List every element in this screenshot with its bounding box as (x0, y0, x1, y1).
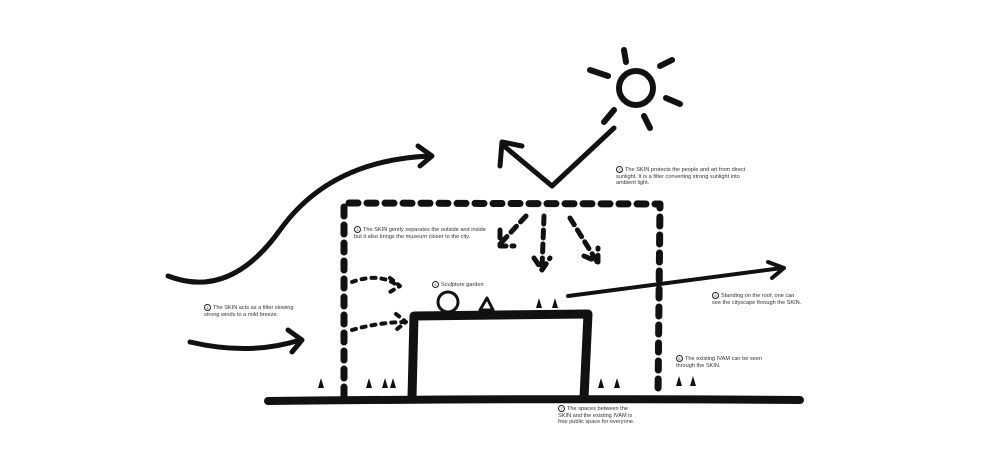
ground-line (264, 395, 804, 405)
diffuse-arrow-right (567, 215, 601, 265)
skin-envelope (340, 199, 664, 400)
note-number: 7 (558, 405, 565, 412)
note-number: 2 (354, 226, 361, 233)
note-text: The SKIN gently separates the outside an… (354, 226, 486, 240)
breeze-arrow-bottom (350, 312, 408, 332)
view-arrow (566, 260, 786, 298)
sculpture-triangle (478, 296, 495, 312)
note-number: 5 (712, 292, 719, 299)
breeze-arrow-top (350, 275, 402, 294)
ivam-building (407, 309, 593, 403)
note-number: 4 (432, 281, 439, 288)
wind-arrow-bottom (187, 327, 305, 355)
diffuse-arrow-left (497, 213, 529, 249)
note-text: The SKIN protects the people and art fro… (616, 166, 746, 187)
sculpture-circle (436, 290, 460, 314)
note-text: The spaces between the SKIN and the exis… (558, 405, 635, 426)
note-number: 6 (676, 355, 683, 362)
sunlight-arrow (501, 125, 617, 189)
diffuse-arrow-mid (531, 213, 553, 273)
note-text: Standing on the roof, one can see the ci… (712, 292, 802, 306)
note-number: 1 (204, 304, 211, 311)
note-text: The SKIN acts as a filter slowing strong… (204, 304, 294, 318)
note-number: 3 (616, 166, 623, 173)
note-text: The existing IVAM can be seen through th… (676, 355, 763, 369)
reflected-arrowhead (497, 139, 525, 169)
wind-arrow-top (165, 143, 435, 285)
sun-icon (587, 47, 683, 131)
note-text: Sculpture garden (441, 281, 484, 288)
